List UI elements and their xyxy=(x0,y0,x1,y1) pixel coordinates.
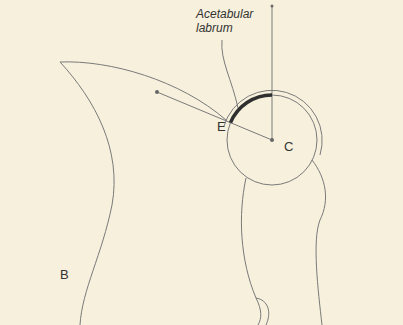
femur-outline xyxy=(312,160,326,325)
line-end-dot xyxy=(155,90,159,94)
vertical-line xyxy=(272,6,273,140)
acetabulum-outline xyxy=(224,90,322,155)
pelvis-outline xyxy=(60,62,226,120)
line-end-dot xyxy=(271,5,274,8)
acetabular-coverage-arc xyxy=(231,95,273,123)
pelvis-outline xyxy=(60,62,114,325)
center-point xyxy=(270,138,274,142)
part-label: Acetabular labrum xyxy=(196,8,266,36)
leader-line xyxy=(222,40,238,108)
point-label: E xyxy=(217,120,226,135)
femur-outline xyxy=(241,178,260,325)
point-label: C xyxy=(284,140,293,155)
view-label: B xyxy=(60,268,69,283)
lesser-trochanter xyxy=(256,298,269,325)
center-edge-line xyxy=(157,92,272,140)
